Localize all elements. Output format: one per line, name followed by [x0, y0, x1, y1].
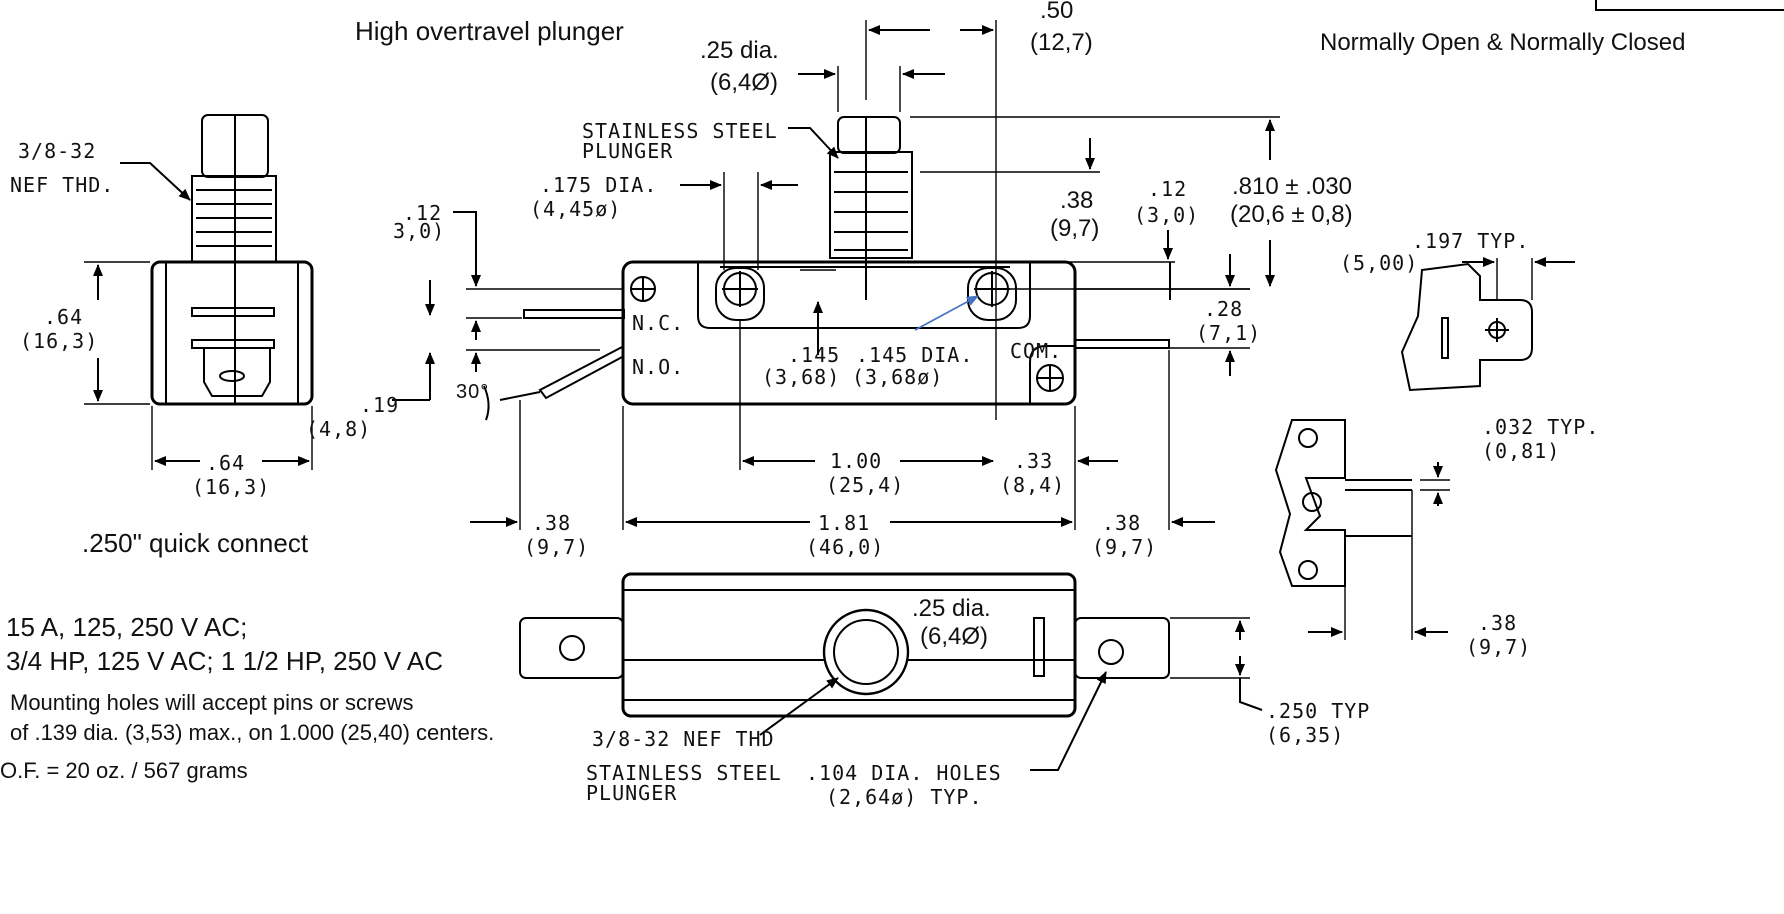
dim-019: .19	[360, 393, 399, 417]
angle-30: 30°	[456, 381, 489, 403]
dim-175-dia: .175 DIA.	[540, 173, 657, 197]
rating-line-1: 15 A, 125, 250 V AC;	[6, 612, 247, 642]
dim-145-a-mm: (3,68)	[762, 365, 840, 389]
dim-012-right: .12	[1148, 177, 1187, 201]
right-side-view-top	[1400, 257, 1575, 392]
ss-bottom-label-2: PLUNGER	[586, 781, 677, 805]
com-label: COM.	[1010, 339, 1062, 363]
header-texts: High overtravel plunger Normally Open & …	[355, 16, 1685, 56]
dim-810-mm: (20,6 ± 0,8)	[1230, 201, 1353, 228]
dim-145-dia-mm: (3,68ø)	[852, 365, 943, 389]
dim-064-h: .64	[206, 451, 245, 475]
dim-012-left-mm: 3,0)	[393, 219, 445, 243]
subtitle: High overtravel plunger	[355, 16, 624, 46]
thread-bottom-label: 3/8-32 NEF THD	[592, 727, 775, 751]
holes-label-1: .104 DIA. HOLES	[806, 761, 1002, 785]
pointer-arrow	[914, 295, 979, 331]
ss-plunger-label-1: STAINLESS STEEL	[582, 119, 778, 143]
spec-notes: 15 A, 125, 250 V AC; 3/4 HP, 125 V AC; 1…	[0, 612, 494, 783]
dim-025-dia-bottom-mm: (6,4Ø)	[920, 623, 988, 650]
dim-181-mm: (46,0)	[806, 535, 884, 559]
ss-plunger-label-2: PLUNGER	[582, 139, 673, 163]
dim-064-h-mm: (16,3)	[192, 475, 270, 499]
dim-038-side-mm: (9,7)	[1466, 635, 1531, 659]
mounting-note-1: Mounting holes will accept pins or screw…	[10, 690, 414, 715]
dim-050-mm: (12,7)	[1030, 29, 1093, 56]
dim-038-side: .38	[1478, 611, 1517, 635]
dimension-labels: .50 (12,7) .25 dia. (6,4Ø) STAINLESS STE…	[10, 0, 1599, 809]
dim-038-top-mm: (9,7)	[1050, 215, 1099, 242]
front-view	[392, 20, 1280, 530]
dim-032-typ-mm: (0,81)	[1482, 439, 1560, 463]
dim-025-dia: .25 dia.	[700, 37, 779, 64]
dim-038-top: .38	[1060, 187, 1093, 214]
operating-force: O.F. = 20 oz. / 567 grams	[0, 758, 248, 783]
bottom-view	[519, 572, 1263, 771]
dim-181: 1.81	[818, 511, 870, 535]
dim-145-dia: .145 DIA.	[856, 343, 973, 367]
dim-197-typ: .197 TYP.	[1412, 229, 1529, 253]
rating-line-2: 3/4 HP, 125 V AC; 1 1/2 HP, 250 V AC	[6, 646, 443, 676]
dim-810: .810 ± .030	[1232, 173, 1352, 200]
dim-145-a: .145	[788, 343, 840, 367]
dim-028: .28	[1204, 297, 1243, 321]
left-end-view	[84, 114, 314, 470]
dim-012-left: .12	[403, 201, 442, 225]
dim-028-mm: (7,1)	[1196, 321, 1261, 345]
title-box-corner	[1595, 0, 1784, 11]
contacts-label: Normally Open & Normally Closed	[1320, 29, 1685, 56]
dim-025-dia-mm: (6,4Ø)	[710, 69, 778, 96]
ss-bottom-label-1: STAINLESS STEEL	[586, 761, 782, 785]
dim-175-dia-mm: (4,45ø)	[530, 197, 621, 221]
dim-064-v-mm: (16,3)	[20, 329, 98, 353]
dim-012-right-mm: (3,0)	[1134, 203, 1199, 227]
dim-038-right-mm: (9,7)	[1092, 535, 1157, 559]
dim-032-typ: .032 TYP.	[1482, 415, 1599, 439]
dim-250-typ: .250 TYP	[1266, 699, 1370, 723]
dim-038-right: .38	[1102, 511, 1141, 535]
mounting-note-2: of .139 dia. (3,53) max., on 1.000 (25,4…	[10, 720, 494, 745]
quick-connect-label: .250" quick connect	[82, 528, 309, 558]
holes-label-2: (2,64ø) TYP.	[826, 785, 983, 809]
dim-025-dia-bottom: .25 dia.	[912, 595, 991, 622]
thread-label-2: NEF THD.	[10, 173, 114, 197]
dim-050: .50	[1040, 0, 1073, 24]
dim-064-v: .64	[44, 305, 83, 329]
dim-197-typ-mm: (5,00)	[1340, 251, 1418, 275]
dim-033: .33	[1014, 449, 1053, 473]
no-label: N.O.	[632, 355, 684, 379]
nc-label: N.C.	[632, 311, 684, 335]
dim-100-mm: (25,4)	[826, 473, 904, 497]
dim-100: 1.00	[830, 449, 882, 473]
right-side-view-bottom	[1274, 419, 1450, 640]
dim-038-left-mm: (9,7)	[524, 535, 589, 559]
dim-019-mm: (4,8)	[306, 417, 371, 441]
dim-038-left: .38	[532, 511, 571, 535]
dim-033-mm: (8,4)	[1000, 473, 1065, 497]
thread-label-1: 3/8-32	[18, 139, 96, 163]
dim-250-typ-mm: (6,35)	[1266, 723, 1344, 747]
